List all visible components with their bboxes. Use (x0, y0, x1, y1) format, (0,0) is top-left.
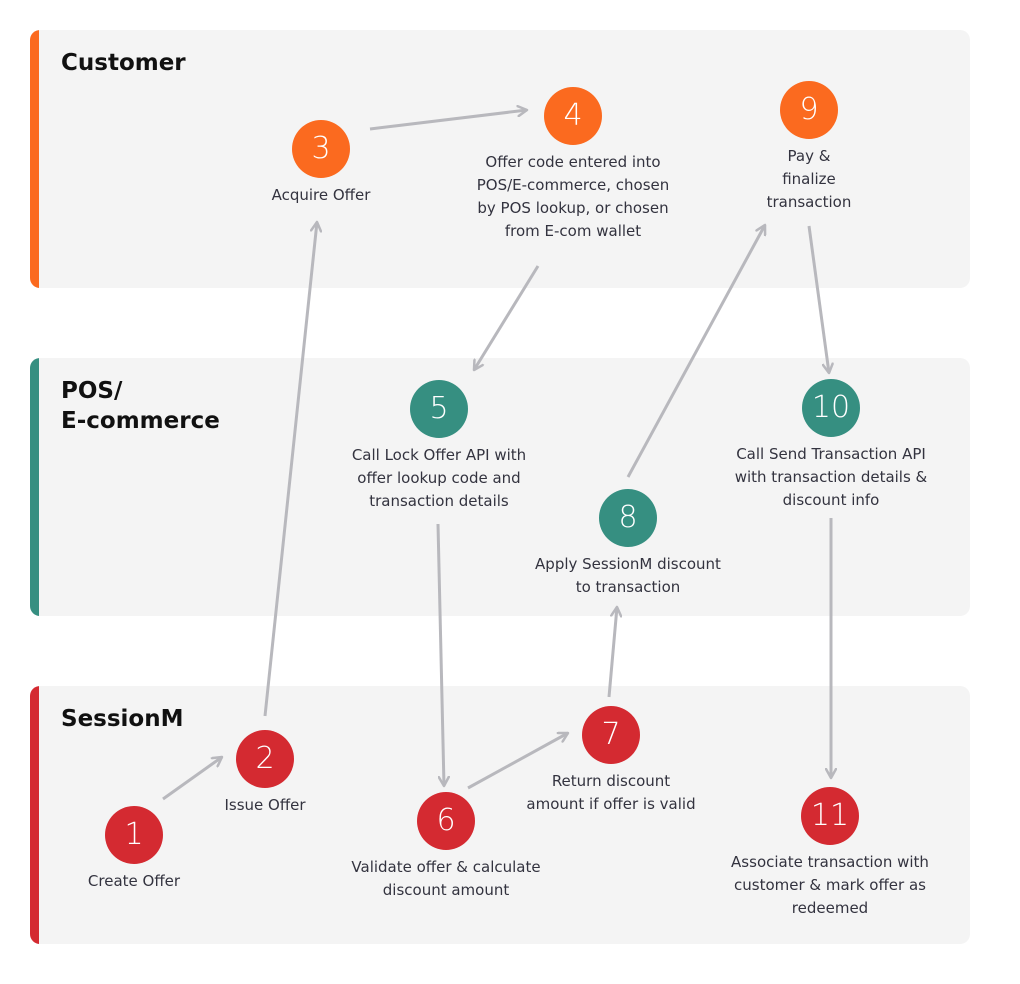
lane-title: Customer (61, 50, 186, 76)
step-number-badge: 7 (582, 706, 640, 764)
lane-accent-bar (30, 686, 39, 944)
step-5: 5 Call Lock Offer API with offer lookup … (319, 380, 559, 513)
step-number-badge: 5 (410, 380, 468, 438)
step-number-badge: 2 (236, 730, 294, 788)
lane-accent-bar (30, 358, 39, 616)
lane-accent-bar (30, 30, 39, 288)
step-label: Apply SessionM discount to transaction (535, 555, 721, 596)
step-number-badge: 3 (292, 120, 350, 178)
step-8: 8 Apply SessionM discount to transaction (508, 489, 748, 599)
step-label: Call Send Transaction API with transacti… (734, 445, 928, 509)
step-label: Call Lock Offer API with offer lookup co… (351, 446, 527, 510)
lane-customer: Customer (30, 30, 970, 288)
lane-title: SessionM (61, 706, 184, 732)
step-2: 2 Issue Offer (145, 730, 385, 817)
arrow-7-to-8 (607, 607, 617, 698)
step-number-badge: 9 (780, 81, 838, 139)
step-number-badge: 6 (417, 792, 475, 850)
step-label: Associate transaction with customer & ma… (731, 853, 929, 917)
step-9: 9 Pay & finalize transaction (689, 81, 929, 214)
step-number-badge: 4 (544, 87, 602, 145)
step-number-badge: 8 (599, 489, 657, 547)
lane-title: POS/ E-commerce (61, 378, 220, 435)
step-label: Validate offer & calculate discount amou… (351, 858, 541, 899)
step-6: 6 Validate offer & calculate discount am… (326, 792, 566, 902)
step-7: 7 Return discount amount if offer is val… (491, 706, 731, 816)
step-label: Acquire Offer (271, 186, 371, 204)
step-10: 10 Call Send Transaction API with transa… (711, 379, 951, 512)
step-label: Return discount amount if offer is valid (526, 772, 696, 813)
step-11: 11 Associate transaction with customer &… (710, 787, 950, 920)
step-label: Offer code entered into POS/E-commerce, … (476, 153, 670, 240)
step-1: 1 Create Offer (14, 806, 254, 893)
step-3: 3 Acquire Offer (201, 120, 441, 207)
step-number-badge: 1 (105, 806, 163, 864)
step-number-badge: 10 (802, 379, 860, 437)
step-4: 4 Offer code entered into POS/E-commerce… (453, 87, 693, 243)
step-number-badge: 11 (801, 787, 859, 845)
step-label: Issue Offer (224, 796, 306, 814)
step-label: Pay & finalize transaction (766, 147, 852, 211)
step-label: Create Offer (87, 872, 181, 890)
